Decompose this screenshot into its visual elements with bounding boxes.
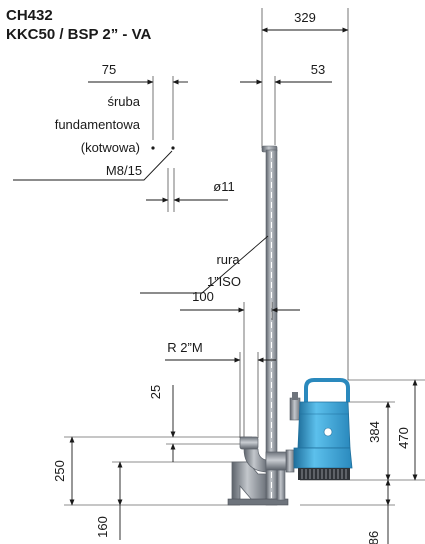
dimension-pipe-to-outlet: 100 bbox=[180, 289, 300, 440]
pipe-label-line2: 1”ISO bbox=[207, 274, 241, 289]
discharge-elbow bbox=[239, 436, 295, 473]
dimension-bolt-spacing-label: 75 bbox=[102, 62, 116, 77]
riser-pipe bbox=[261, 145, 278, 506]
dimension-bolt-spacing: 75 bbox=[88, 62, 188, 140]
dimension-pipe-to-outlet-label: 100 bbox=[192, 289, 214, 304]
dimension-outlet-height: 250 bbox=[52, 436, 240, 506]
dimension-pipe-offset: 53 bbox=[240, 62, 332, 145]
dimension-outlet-drop-label: 25 bbox=[148, 385, 163, 399]
bolt-size-label: M8/15 bbox=[106, 163, 142, 178]
model-variant: KKC50 / BSP 2” - VA bbox=[6, 26, 151, 43]
pump-body bbox=[289, 378, 353, 480]
pipe-leader bbox=[140, 235, 269, 294]
dimension-pipe-offset-label: 53 bbox=[311, 62, 325, 77]
dimension-overall-width: 329 bbox=[261, 8, 349, 380]
dimension-total-height-label: 470 bbox=[396, 427, 411, 449]
dimension-hole-diameter-label: ø11 bbox=[213, 179, 234, 194]
bolt-label-line1: śruba bbox=[107, 94, 140, 109]
dimension-pump-height: 384 bbox=[300, 379, 425, 481]
dimension-bottom-clearance: 86 bbox=[300, 479, 395, 544]
dimension-thread: R 2”M bbox=[165, 340, 276, 438]
model-title: CH432 bbox=[6, 7, 53, 24]
bolt-label-line2: fundamentowa bbox=[55, 117, 141, 132]
bolt-leader bbox=[13, 146, 175, 181]
dimension-overall-width-label: 329 bbox=[294, 10, 316, 25]
dimension-bottom-clearance-label: 86 bbox=[366, 531, 381, 544]
dimension-total-height: 470 bbox=[396, 379, 418, 481]
dimension-base-height-label: 160 bbox=[95, 516, 110, 538]
pipe-label-line1: rura bbox=[216, 252, 240, 267]
dimension-pump-height-label: 384 bbox=[367, 421, 382, 443]
dimension-hole-diameter: ø11 bbox=[146, 168, 235, 212]
bolt-label-line3: (kotwowa) bbox=[81, 140, 140, 155]
dimension-thread-label: R 2”M bbox=[167, 340, 202, 355]
dimension-outlet-drop: 25 bbox=[148, 385, 252, 462]
dimension-outlet-height-label: 250 bbox=[52, 460, 67, 482]
